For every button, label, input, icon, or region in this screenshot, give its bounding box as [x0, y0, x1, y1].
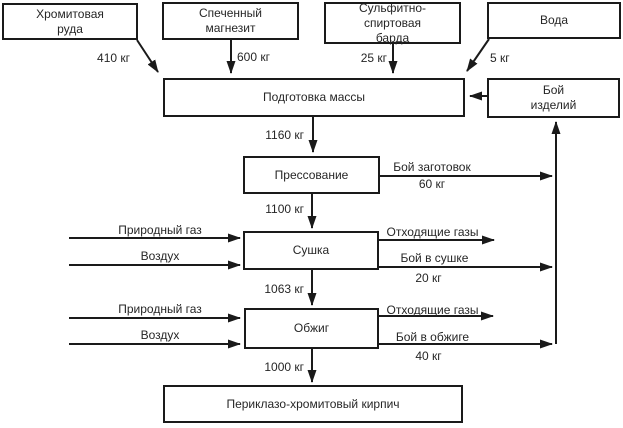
label-1160-kg: 1160 кг [265, 128, 304, 142]
label-natural-gas-firing: Природный газ [118, 302, 202, 316]
label-1100-kg: 1100 кг [265, 202, 304, 216]
label-600-kg: 600 кг [237, 50, 270, 64]
label-60-kg: 60 кг [418, 177, 446, 191]
label-air-firing: Воздух [140, 328, 180, 342]
node-product-scrap: Бой изделий [487, 78, 620, 118]
label-exhaust-gases-firing: Отходящие газы [386, 303, 479, 317]
label-press-scrap: Бой заготовок [393, 160, 471, 174]
label-25-kg: 25 кг [360, 51, 387, 65]
label-firing-scrap: Бой в обжиге [395, 330, 470, 344]
label-exhaust-gases-drying: Отходящие газы [386, 225, 479, 239]
node-water: Вода [487, 2, 621, 39]
label-drying-scrap: Бой в сушке [400, 251, 469, 265]
node-drying: Сушка [243, 231, 379, 270]
node-sulfite-liquor: Сульфитно- спиртовая барда [324, 1, 461, 45]
label-40-kg: 40 кг [415, 349, 442, 363]
node-brick: Периклазо-хромитовый кирпич [163, 385, 463, 423]
node-firing: Обжиг [244, 308, 379, 349]
label-natural-gas-drying: Природный газ [118, 223, 202, 237]
node-pressing: Прессование [243, 156, 380, 194]
node-mass-preparation: Подготовка массы [163, 78, 465, 117]
edge-water-to-prep [466, 38, 490, 72]
label-air-drying: Воздух [140, 249, 180, 263]
label-1000-kg: 1000 кг [264, 360, 304, 374]
node-chromite-ore: Хромитовая руда [2, 3, 138, 40]
label-5-kg: 5 кг [490, 51, 510, 65]
label-1063-kg: 1063 кг [264, 282, 304, 296]
label-20-kg: 20 кг [415, 271, 442, 285]
edge-chromite-to-prep [136, 39, 159, 73]
label-410-kg: 410 кг [97, 51, 130, 65]
node-sintered-magnesite: Спеченный магнезит [162, 2, 299, 40]
